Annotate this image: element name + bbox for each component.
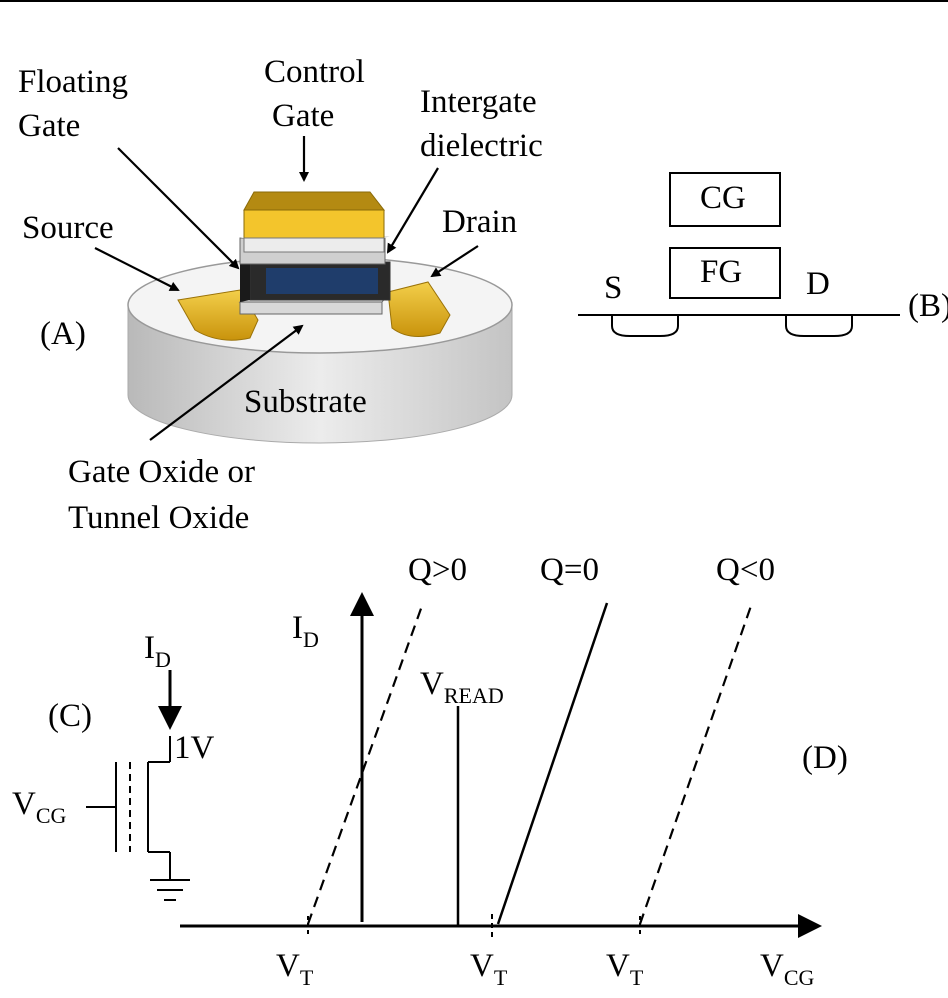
- control-gate-label-2: Gate: [272, 98, 335, 134]
- panel-a-tag: (A): [40, 316, 86, 352]
- vread-label: VREAD: [420, 666, 504, 708]
- panel-b-tag: (B): [908, 288, 948, 324]
- intergate-arrow: [386, 167, 439, 254]
- vt-label-2: VT: [470, 948, 508, 990]
- fg-label: FG: [700, 254, 743, 290]
- panel-a-device: [94, 136, 513, 444]
- gate-oxide-label-1: Gate Oxide or: [68, 454, 255, 490]
- c-id-label: ID: [144, 630, 171, 672]
- curve-q-zero: [496, 602, 609, 925]
- c-voltage-label: 1V: [174, 730, 215, 766]
- panel-c-tag: (C): [48, 698, 92, 734]
- fg-box: [669, 247, 781, 299]
- x-axis-label: VCG: [760, 948, 815, 990]
- drain-pad: [387, 281, 451, 338]
- drain-arrow: [430, 245, 479, 278]
- control-gate-top: [243, 191, 386, 211]
- b-source-label: S: [604, 270, 623, 306]
- floating-gate-arrow: [117, 147, 240, 270]
- drain-well: [785, 315, 853, 337]
- floating-gate-label-2: Gate: [18, 108, 81, 144]
- gate-oxide-label-2: Tunnel Oxide: [68, 500, 250, 536]
- curve-q-positive: [306, 602, 425, 925]
- intergate-label-2: dielectric: [420, 128, 543, 164]
- panel-c-circuit: [86, 670, 190, 901]
- source-well: [611, 315, 679, 337]
- source-pad: [177, 289, 259, 341]
- drain-label: Drain: [442, 204, 518, 240]
- source-label: Source: [22, 210, 114, 246]
- gate-stack: [238, 191, 392, 315]
- panel-d-plot: [180, 592, 822, 940]
- q-positive-label: Q>0: [408, 552, 467, 588]
- substrate-label: Substrate: [244, 384, 367, 420]
- source-arrow: [94, 247, 180, 291]
- floating-gate-label-1: Floating: [18, 64, 129, 100]
- panel-d-tag: (D): [802, 740, 848, 776]
- top-rule: [0, 0, 948, 2]
- control-gate-label-1: Control: [264, 54, 365, 90]
- curve-q-negative: [638, 602, 754, 925]
- gate-oxide-arrow: [149, 324, 304, 441]
- vt-label-1: VT: [276, 948, 314, 990]
- cg-box: [669, 172, 781, 227]
- vt-label-3: VT: [606, 948, 644, 990]
- b-drain-label: D: [806, 266, 830, 302]
- c-vcg-label: VCG: [12, 786, 67, 828]
- q-zero-label: Q=0: [540, 552, 599, 588]
- intergate-label-1: Intergate: [420, 84, 537, 120]
- q-negative-label: Q<0: [716, 552, 775, 588]
- cg-label: CG: [700, 180, 746, 216]
- panel-b-schematic: [578, 172, 900, 337]
- y-axis-label: ID: [292, 610, 319, 652]
